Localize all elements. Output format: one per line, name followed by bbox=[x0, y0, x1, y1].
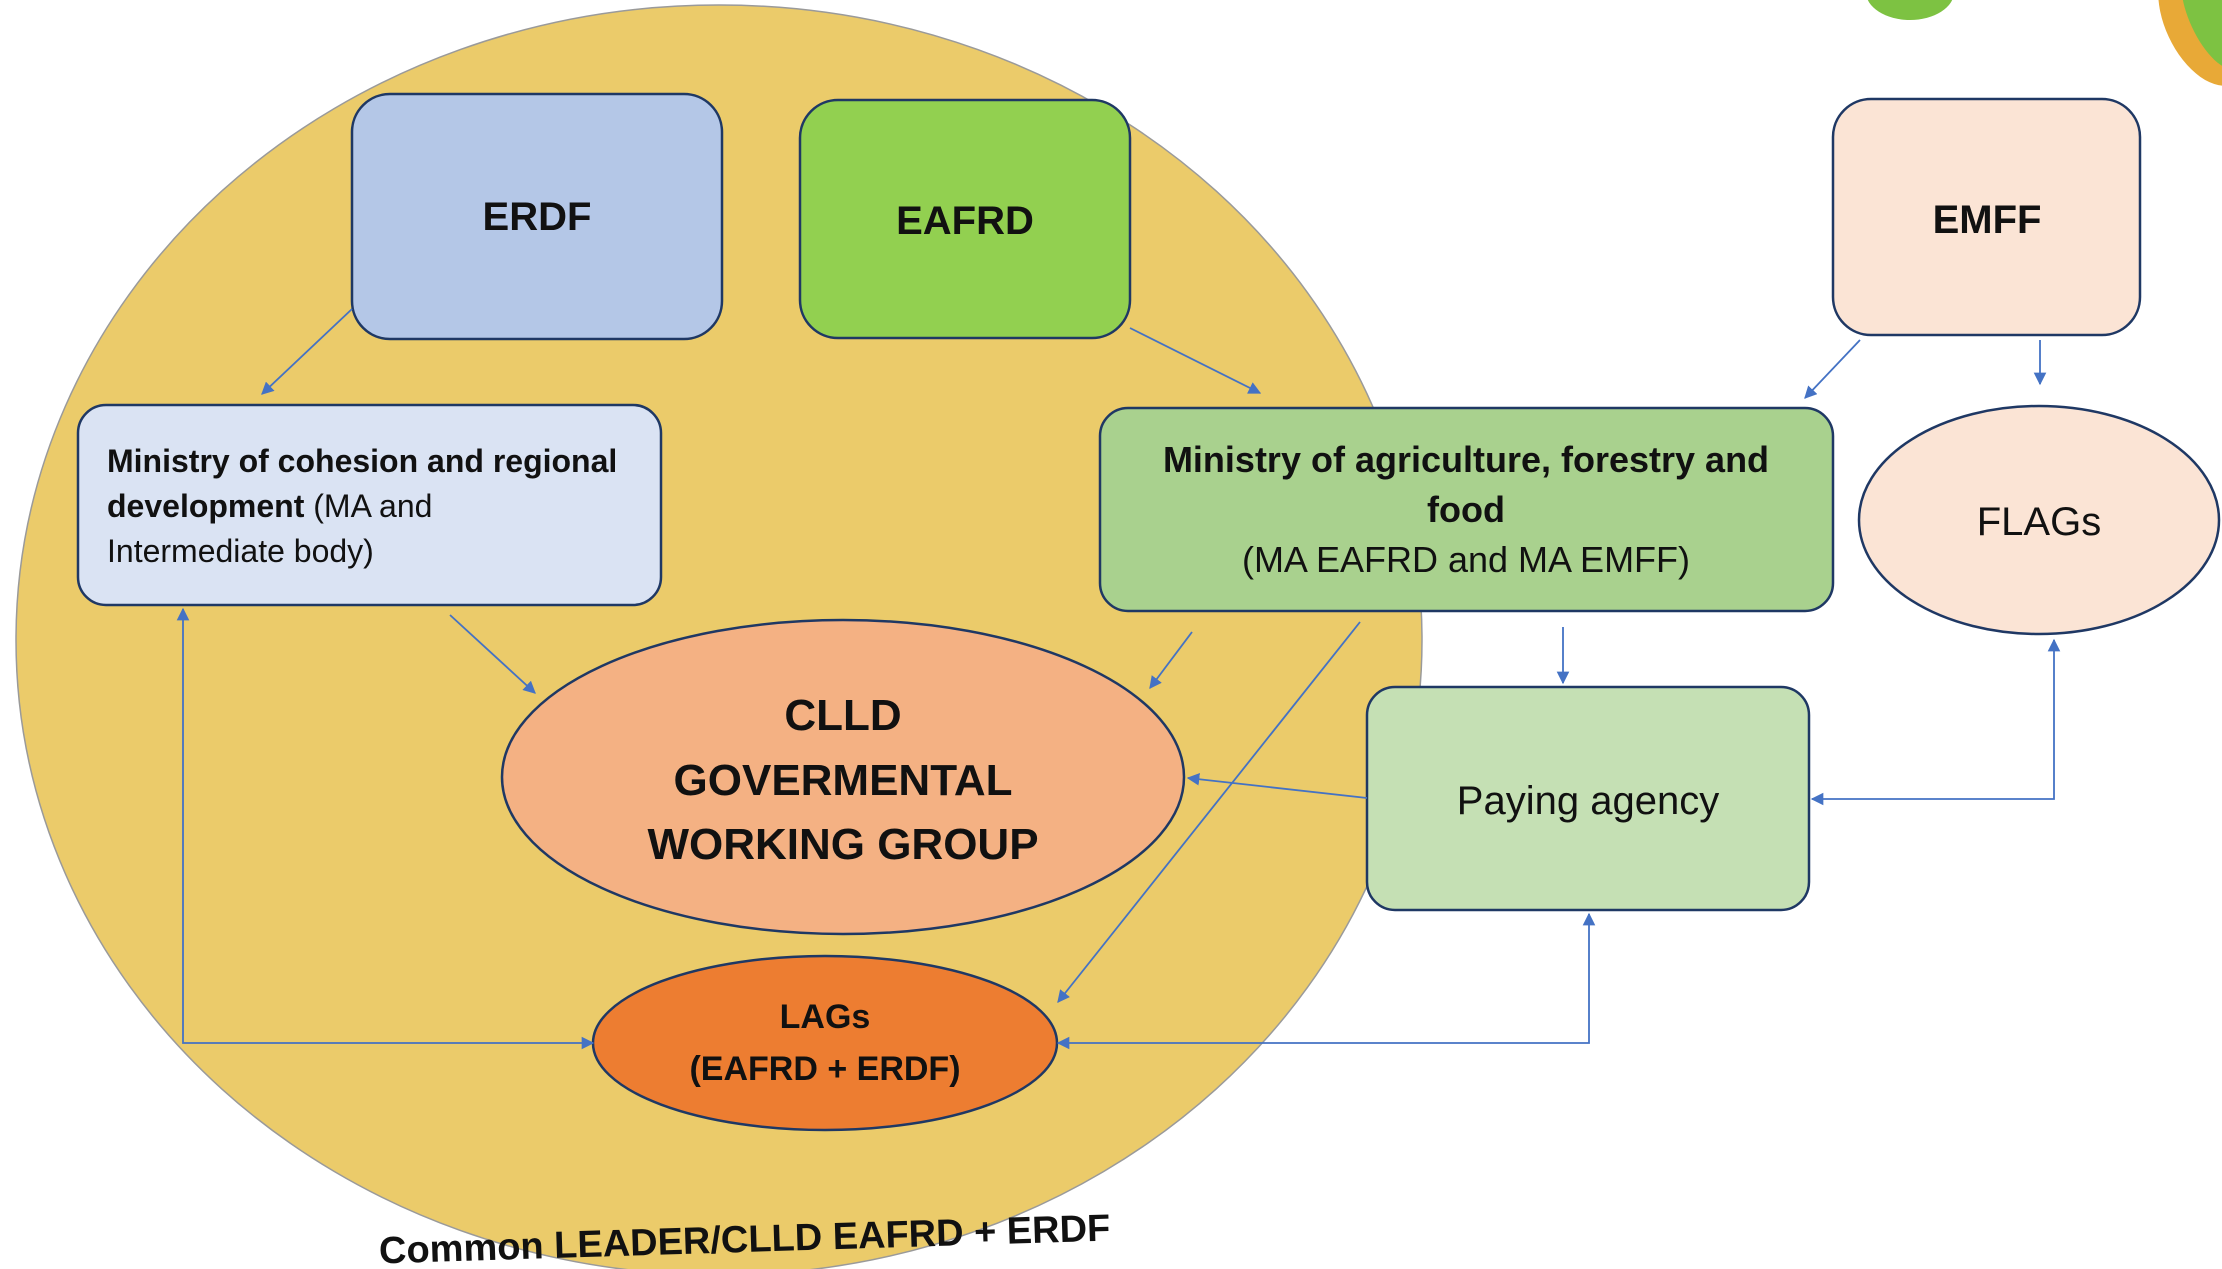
erdf-label: ERDF bbox=[483, 195, 592, 239]
clld-line1: CLLD bbox=[784, 691, 901, 740]
lags-ellipse: LAGs (EAFRD + ERDF) bbox=[591, 954, 1059, 1132]
ministry-cohesion-line2-bold: development bbox=[107, 488, 305, 524]
ministry-agriculture-line2: food bbox=[1427, 489, 1505, 530]
arrow-eafrd-to-ministry-agriculture bbox=[1129, 327, 1262, 394]
paying-agency-box: Paying agency bbox=[1365, 685, 1811, 912]
arrow-emff-to-ministry-agriculture bbox=[1804, 339, 1861, 399]
arrow-paying-agency-to-clld bbox=[1186, 772, 1368, 799]
connector-paying-agency-flags bbox=[1810, 638, 2061, 806]
clld-working-group-ellipse: CLLD GOVERMENTAL WORKING GROUP bbox=[500, 618, 1186, 936]
emff-box: EMFF bbox=[1831, 97, 2142, 337]
flags-ellipse: FLAGs bbox=[1857, 404, 2221, 636]
ministry-cohesion-line1: Ministry of cohesion and regional bbox=[107, 443, 617, 479]
erdf-box: ERDF bbox=[350, 92, 724, 341]
lags-line1: LAGs bbox=[780, 998, 871, 1036]
eafrd-box: EAFRD bbox=[798, 98, 1132, 340]
paying-agency-label: Paying agency bbox=[1457, 779, 1719, 823]
connector-ministry-cohesion-lags bbox=[176, 607, 595, 1050]
arrow-erdf-to-ministry-cohesion bbox=[261, 308, 353, 395]
connectors bbox=[176, 308, 2061, 1050]
ministry-cohesion-line2-rest: (MA and bbox=[304, 488, 432, 524]
ministry-cohesion-box: Ministry of cohesion and regional develo… bbox=[76, 403, 663, 607]
connector-lags-paying-agency bbox=[1056, 912, 1596, 1050]
ministry-agriculture-line3: (MA EAFRD and MA EMFF) bbox=[1242, 539, 1690, 580]
lags-line2: (EAFRD + ERDF) bbox=[689, 1050, 960, 1088]
emff-label: EMFF bbox=[1933, 198, 2042, 242]
clld-line2: GOVERMENTAL bbox=[674, 756, 1013, 805]
ministry-agriculture-box: Ministry of agriculture, forestry and fo… bbox=[1098, 406, 1835, 613]
eafrd-label: EAFRD bbox=[896, 199, 1034, 243]
ministry-cohesion-line3: Intermediate body) bbox=[107, 533, 374, 569]
flags-label: FLAGs bbox=[1977, 500, 2101, 544]
ministry-agriculture-line1: Ministry of agriculture, forestry and bbox=[1163, 439, 1769, 480]
leaf-decoration-icon bbox=[1867, 0, 2222, 86]
clld-line3: WORKING GROUP bbox=[647, 820, 1038, 869]
ministry-cohesion-line2: development (MA and bbox=[107, 488, 432, 524]
arrow-ministry-agriculture-to-clld bbox=[1149, 631, 1193, 690]
